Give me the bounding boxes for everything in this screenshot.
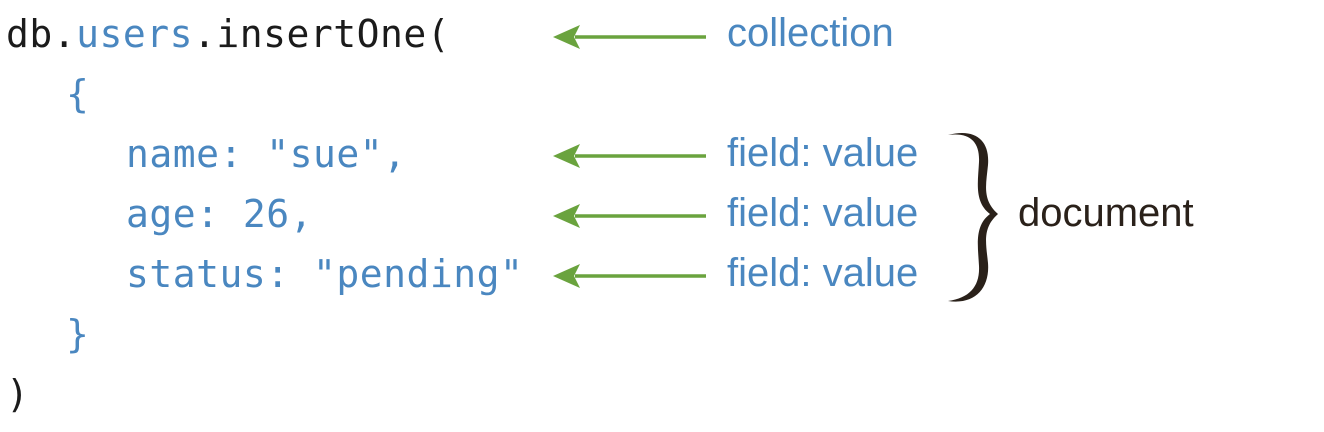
code-close-brace: }: [66, 312, 90, 356]
left-arrow-icon: [553, 204, 706, 228]
code-close-paren: ): [6, 372, 30, 416]
label-collection: collection: [727, 11, 894, 55]
label-field-value: field: value: [727, 131, 919, 175]
label-field-value: field: value: [727, 191, 919, 235]
left-arrow-icon: [553, 264, 706, 288]
code-line-insert: db.users.insertOne(: [6, 4, 450, 64]
code-open-brace: {: [66, 72, 90, 116]
code-insert-call: .insertOne(: [193, 12, 451, 56]
label-document: document: [1018, 191, 1194, 235]
code-field-status: status: "pending": [126, 252, 524, 296]
right-curly-brace-icon: [948, 133, 998, 302]
code-collection-name: users: [76, 12, 194, 56]
label-field-value: field: value: [727, 251, 919, 295]
left-arrow-icon: [553, 144, 706, 168]
code-field-age: age: 26,: [126, 192, 314, 236]
code-db-prefix: db.: [6, 12, 77, 56]
code-field-name: name: "sue",: [126, 132, 407, 176]
left-arrow-icon: [553, 25, 706, 49]
